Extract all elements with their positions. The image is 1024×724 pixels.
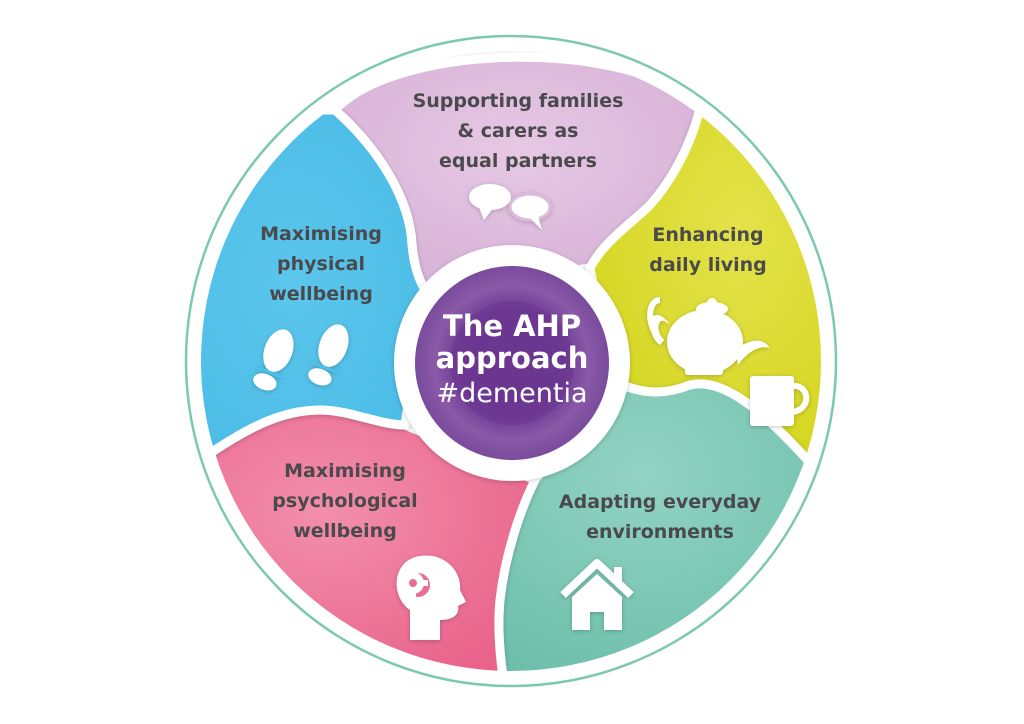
label-psychological: Maximising psychological wellbeing (272, 460, 417, 542)
svg-text:wellbeing: wellbeing (293, 520, 397, 542)
svg-text:Supporting families: Supporting families (413, 90, 624, 112)
center-hashtag: #dementia (436, 378, 587, 409)
teapot-and-mug-icon (647, 297, 810, 426)
svg-text:wellbeing: wellbeing (269, 283, 373, 305)
label-families: Supporting families & carers as equal pa… (413, 90, 624, 172)
svg-text:daily living: daily living (649, 254, 767, 276)
house-icon (560, 559, 634, 630)
svg-text:physical: physical (277, 253, 365, 275)
svg-text:psychological: psychological (272, 490, 417, 512)
footprints-icon (253, 324, 349, 391)
svg-text:Maximising: Maximising (284, 460, 406, 482)
label-physical: Maximising physical wellbeing (260, 223, 382, 305)
head-with-gear-icon (396, 555, 466, 640)
label-daily-living: Enhancing daily living (649, 224, 767, 276)
svg-text:environments: environments (586, 521, 734, 543)
center-title-line2: approach (436, 341, 589, 375)
svg-text:Adapting everyday: Adapting everyday (559, 491, 762, 513)
speech-bubbles-icon (469, 184, 552, 230)
svg-text:Maximising: Maximising (260, 223, 382, 245)
svg-text:equal partners: equal partners (439, 150, 597, 172)
svg-text:Enhancing: Enhancing (652, 224, 763, 246)
svg-text:& carers as: & carers as (458, 120, 579, 142)
center-title-line1: The AHP (443, 309, 581, 343)
label-environments: Adapting everyday environments (559, 491, 762, 543)
